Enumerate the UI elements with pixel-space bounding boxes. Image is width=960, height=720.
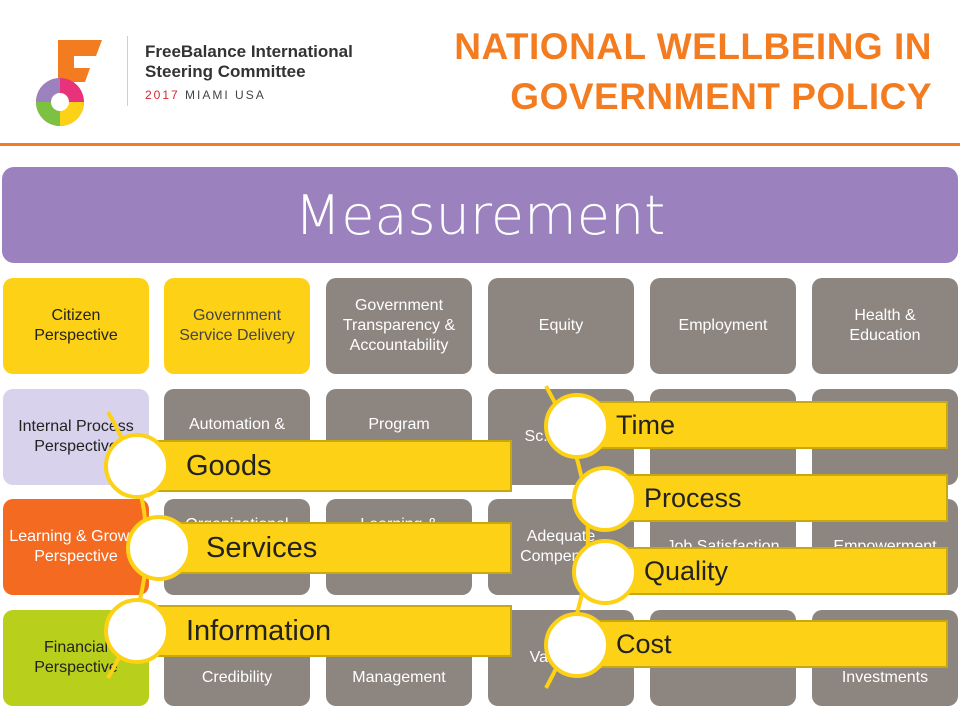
header-rule bbox=[0, 143, 960, 146]
measurement-banner: Measurement bbox=[2, 167, 958, 263]
org-name: FreeBalance International Steering Commi… bbox=[145, 42, 353, 81]
item-cost: Cost bbox=[578, 620, 948, 668]
cell-citizen-2: Government Transparency & Accountability bbox=[326, 278, 472, 374]
item-goods: Goods bbox=[140, 440, 512, 492]
information-circle bbox=[104, 598, 170, 664]
time-circle bbox=[544, 393, 610, 459]
cell-citizen-4: Employment bbox=[650, 278, 796, 374]
services-circle bbox=[126, 515, 192, 581]
cell-citizen-1: Government Service Delivery bbox=[164, 278, 310, 374]
cost-circle bbox=[544, 612, 610, 678]
cell-citizen-3: Equity bbox=[488, 278, 634, 374]
page-title: NATIONAL WELLBEING IN GOVERNMENT POLICY bbox=[454, 26, 932, 117]
header-divider bbox=[127, 36, 128, 106]
row-head-learning: Learning & Growth Perspective bbox=[3, 499, 149, 595]
item-time: Time bbox=[578, 401, 948, 449]
item-quality: Quality bbox=[606, 547, 948, 595]
item-information: Information bbox=[140, 605, 512, 657]
cell-citizen-5: Health & Education bbox=[812, 278, 958, 374]
item-services: Services bbox=[160, 522, 512, 574]
row-head-citizen: Citizen Perspective bbox=[3, 278, 149, 374]
item-process: Process bbox=[606, 474, 948, 522]
org-event: 2017 MIAMI USA bbox=[145, 88, 266, 102]
goods-circle bbox=[104, 433, 170, 499]
freebalance-logo bbox=[36, 40, 102, 126]
quality-circle bbox=[572, 539, 638, 605]
process-circle bbox=[572, 466, 638, 532]
